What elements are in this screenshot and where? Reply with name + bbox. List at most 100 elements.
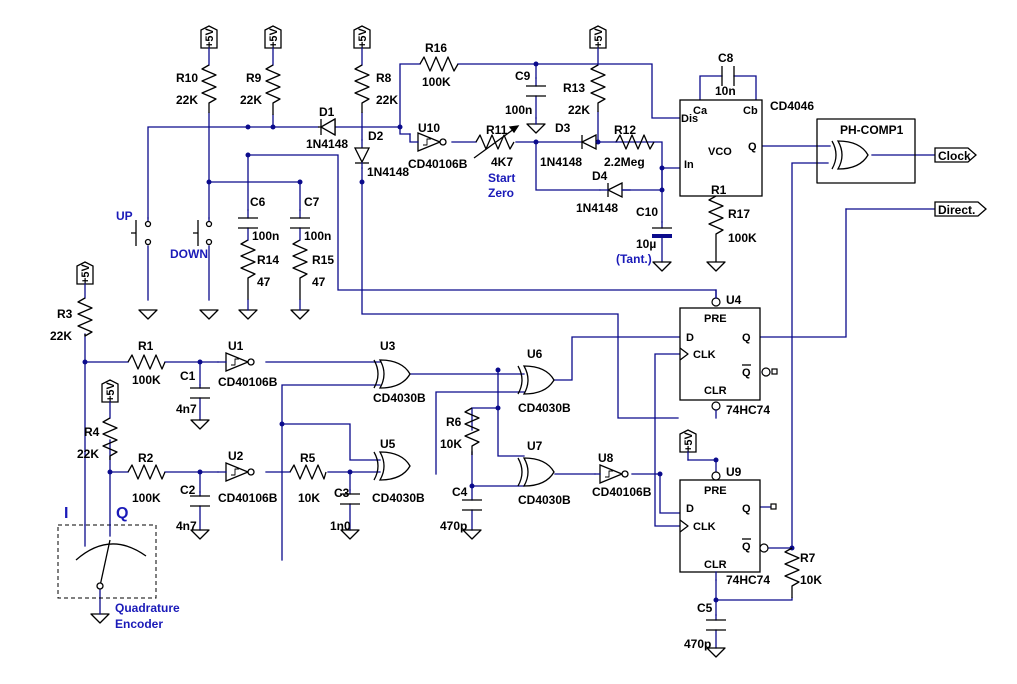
c8-value: 10n xyxy=(715,84,736,98)
inverter-labels: U10 CD40106B U1 CD40106B U2 CD40106B U8 … xyxy=(218,121,652,505)
switch-up: UP xyxy=(116,209,152,301)
r2-name: R2 xyxy=(138,451,154,465)
capacitor-labels: C8 10n C9 100n C6 100n C7 100n C10 10µ (… xyxy=(176,51,736,651)
u9-name: U9 xyxy=(726,465,742,479)
u9-part: 74HC74 xyxy=(726,573,770,587)
svg-text:+5V: +5V xyxy=(80,263,92,284)
u4-part: 74HC74 xyxy=(726,403,770,417)
quadrature-encoder: I Q Quadrature Encoder xyxy=(57,505,180,631)
r10-name: R10 xyxy=(176,71,198,85)
svg-text:+5V: +5V xyxy=(357,27,369,48)
r8-name: R8 xyxy=(376,71,392,85)
encoder-i: I xyxy=(64,505,68,522)
port-direct-label: Direct. xyxy=(938,203,975,217)
u8-part: CD40106B xyxy=(592,485,652,499)
phcomp-name: PH-COMP1 xyxy=(840,123,904,137)
r12-name: R12 xyxy=(614,123,636,137)
r3-name: R3 xyxy=(57,307,73,321)
resistor-labels: R10 22K R9 22K R8 22K R16 100K R11 4K7 R… xyxy=(50,41,822,587)
svg-text:Q: Q xyxy=(742,541,751,553)
xor-gates xyxy=(373,140,869,487)
u4-name: U4 xyxy=(726,293,742,307)
r16-name: R16 xyxy=(425,41,447,55)
port-clock-label: Clock xyxy=(938,149,971,163)
svg-text:CLK: CLK xyxy=(693,521,716,533)
r4-name: R4 xyxy=(84,425,100,439)
c5-value: 470p xyxy=(684,637,711,651)
d2-name: D2 xyxy=(368,129,384,143)
c3-value: 1n0 xyxy=(330,519,351,533)
encoder-label-1: Quadrature xyxy=(115,601,180,615)
d4-part: 1N4148 xyxy=(576,201,618,215)
r5-name: R5 xyxy=(300,451,316,465)
d2-part: 1N4148 xyxy=(367,165,409,179)
r1-value: 100K xyxy=(132,373,161,387)
cd4046-part: CD4046 xyxy=(770,99,814,113)
xor-labels: U3 CD4030B U5 CD4030B U6 CD4030B U7 CD40… xyxy=(372,339,571,507)
r11-name: R11 xyxy=(486,123,508,137)
flipflop-u4: PRE D CLK CLR Q Q U4 74HC74 xyxy=(679,289,778,419)
c6-value: 100n xyxy=(252,229,279,243)
port-clock: Clock xyxy=(934,147,977,163)
c4-name: C4 xyxy=(452,485,468,499)
d4-name: D4 xyxy=(592,169,608,183)
vco-core: VCO xyxy=(708,146,732,158)
u5-name: U5 xyxy=(380,437,396,451)
vco-cb: Cb xyxy=(743,105,758,117)
c10-note: (Tant.) xyxy=(616,252,652,266)
r12-value: 2.2Meg xyxy=(604,155,645,169)
capacitors xyxy=(190,66,757,649)
r1-name: R1 xyxy=(138,339,154,353)
d1-name: D1 xyxy=(319,105,335,119)
u10-part: CD40106B xyxy=(408,157,468,171)
c9-name: C9 xyxy=(515,69,531,83)
u6-part: CD4030B xyxy=(518,401,571,415)
u6-name: U6 xyxy=(527,347,543,361)
c1-name: C1 xyxy=(180,369,196,383)
r15-name: R15 xyxy=(312,253,334,267)
switch-up-label: UP xyxy=(116,209,133,223)
r10-value: 22K xyxy=(176,93,198,107)
c9-value: 100n xyxy=(505,103,532,117)
r17-value: 100K xyxy=(728,231,757,245)
r15-value: 47 xyxy=(312,275,326,289)
u1-part: CD40106B xyxy=(218,375,278,389)
r11-value: 4K7 xyxy=(491,155,513,169)
svg-text:CLK: CLK xyxy=(693,349,716,361)
r16-value: 100K xyxy=(422,75,451,89)
c1-value: 4n7 xyxy=(176,402,197,416)
inverters xyxy=(217,132,629,484)
u10-name: U10 xyxy=(418,121,440,135)
u8-name: U8 xyxy=(598,451,614,465)
r13-name: R13 xyxy=(563,81,585,95)
svg-text:D: D xyxy=(686,503,694,515)
start-label: Start xyxy=(488,171,515,185)
phase-comparator: PH-COMP1 xyxy=(816,118,916,184)
r4-value: 22K xyxy=(77,447,99,461)
svg-text:PRE: PRE xyxy=(704,485,727,497)
c5-name: C5 xyxy=(697,601,713,615)
svg-text:CLR: CLR xyxy=(704,385,727,397)
r5-value: 10K xyxy=(298,491,320,505)
port-direct: Direct. xyxy=(934,201,987,217)
vco-dis: Dis xyxy=(681,113,698,125)
svg-text:+5V: +5V xyxy=(204,27,216,48)
switch-down-label: DOWN xyxy=(170,247,208,261)
encoder-q: Q xyxy=(116,505,128,522)
r8-value: 22K xyxy=(376,93,398,107)
diode-labels: D1 1N4148 D2 1N4148 D3 1N4148 D4 1N4148 xyxy=(306,105,618,215)
c2-name: C2 xyxy=(180,483,196,497)
r14-name: R14 xyxy=(257,253,279,267)
d3-part: 1N4148 xyxy=(540,155,582,169)
u2-part: CD40106B xyxy=(218,491,278,505)
resistors xyxy=(77,56,800,598)
c6-name: C6 xyxy=(250,195,266,209)
u7-name: U7 xyxy=(527,439,543,453)
c2-value: 4n7 xyxy=(176,519,197,533)
vco-q: Q xyxy=(748,141,757,153)
c3-name: C3 xyxy=(334,486,350,500)
zero-label: Zero xyxy=(488,186,514,200)
grounds xyxy=(90,117,726,658)
u3-name: U3 xyxy=(380,339,396,353)
